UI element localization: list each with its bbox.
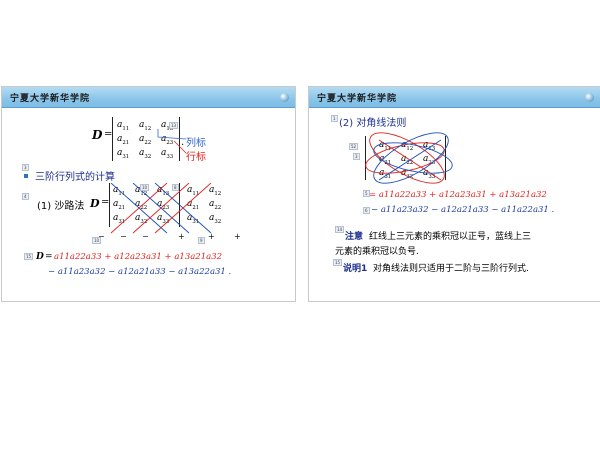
row-index-label: 行标 <box>186 152 206 163</box>
sarrus-lines <box>110 183 212 234</box>
sign-plus: + <box>178 232 185 241</box>
section-heading: (2) 对角线法则 <box>339 118 407 129</box>
slide-diagonal-rule: 宁夏大学新华学院 (2) 对角线法则 1 a11 a12 a13 a21 a22… <box>308 86 600 302</box>
note-text-line1: 红线上三元素的乘积冠以正号，蓝线上三 <box>369 232 532 242</box>
annotation-tag: 6 <box>363 207 370 214</box>
annotation-tag: 15 <box>24 253 34 260</box>
slide-header: 宁夏大学新华学院 <box>309 87 600 108</box>
annotation-tag: 13 <box>169 122 179 129</box>
remark-label: 说明1 <box>343 264 368 274</box>
matrix-cell: a31 <box>117 148 130 160</box>
sign-minus: − <box>98 232 105 241</box>
slide-header: 宁夏大学新华学院 <box>2 87 295 108</box>
expansion-negative-terms: − a11a23a32 − a12a21a33 − a13a22a31 . <box>48 267 232 277</box>
annotation-tag: 4 <box>22 193 29 200</box>
expansion-positive-terms: = a11a22a33 + a12a23a31 + a13a21a32 <box>369 190 547 200</box>
determinant-bar-right <box>179 117 180 161</box>
annotation-tag: 9 <box>198 237 205 244</box>
sphere-bullet-icon <box>280 93 289 102</box>
matrix-cell: a11 <box>117 120 130 132</box>
sign-plus: + <box>208 232 215 241</box>
annotation-tag: 10 <box>140 184 150 191</box>
slide-title: 宁夏大学新华学院 <box>10 94 91 104</box>
slide-title: 宁夏大学新华学院 <box>317 94 398 104</box>
sign-minus: − <box>120 232 127 241</box>
annotation-tag: 15 <box>333 259 343 266</box>
annotation-tag: 14 <box>335 226 345 233</box>
sphere-bullet-icon <box>585 93 594 102</box>
section-heading: 三阶行列式的计算 <box>35 172 115 183</box>
label-pointer-arrows <box>157 129 187 154</box>
slide-sarrus: 宁夏大学新华学院 D = a11 a12 a13 a21 a22 a23 a31… <box>1 86 296 302</box>
annotation-tag: 3 <box>353 153 360 160</box>
sarrus-diagram: a11 a12 a13 a21 a22 a23 a31 a32 a33 a11 … <box>107 183 242 245</box>
matrix-cell: a32 <box>139 148 152 160</box>
equals-sign: = <box>101 197 110 208</box>
determinant-symbol: D <box>90 197 100 210</box>
expansion-positive-terms: a11a22a33 + a12a23a31 + a13a21a32 <box>54 252 223 262</box>
sign-plus: + <box>234 232 241 241</box>
equals-sign: = <box>45 252 53 262</box>
method-sarrus-label: (1) 沙路法 <box>37 201 85 212</box>
determinant-symbol: D <box>92 128 103 142</box>
annotation-tag: 5 <box>363 190 370 197</box>
annotation-tag: 10 <box>92 237 102 244</box>
matrix-cell: a22 <box>139 134 152 146</box>
matrix-cell: a23 <box>161 134 174 146</box>
column-index-label: 列标 <box>186 138 206 149</box>
remark-text: 对角线法则只适用于二阶与三阶行列式. <box>373 264 529 274</box>
determinant-bar-left <box>112 117 113 161</box>
note-label: 注意 <box>345 232 364 242</box>
expansion-negative-terms: − a11a23a32 − a12a21a33 − a11a22a31 . <box>371 205 555 215</box>
annotation-tag: 8 <box>172 184 179 191</box>
matrix-cell: a33 <box>161 148 174 160</box>
matrix-cell: a12 <box>139 120 152 132</box>
annotation-tag: 3 <box>22 164 29 171</box>
matrix-cell: a21 <box>117 134 130 146</box>
determinant-symbol: D <box>36 252 44 262</box>
annotation-tag: 52 <box>349 143 359 150</box>
annotation-tag: 1 <box>331 115 338 122</box>
diagonal-loops <box>365 132 453 184</box>
matrix-grid: a11 a12 a13 a21 a22 a23 a31 a32 a33 <box>117 120 177 160</box>
note-text-line2: 元素的乘积冠以负号. <box>335 247 419 257</box>
diagonal-rule-diagram: a11 a12 a13 a21 a22 a23 a31 a32 a33 <box>359 132 474 184</box>
equals-sign: = <box>104 129 113 140</box>
trailing-dot: . <box>181 137 185 148</box>
sign-minus: − <box>142 232 149 241</box>
square-bullet-icon <box>24 174 28 178</box>
